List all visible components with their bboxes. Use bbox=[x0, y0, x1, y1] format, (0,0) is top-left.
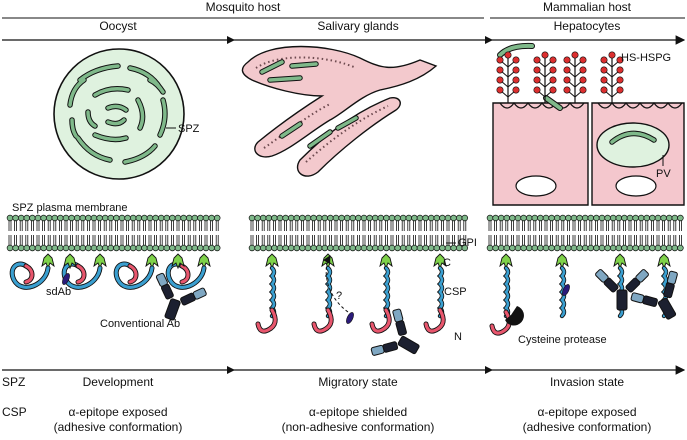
mammalian-host-label: Mammalian host bbox=[543, 0, 632, 14]
csp-label: CSP bbox=[444, 286, 467, 298]
parasitophorous-vacuole bbox=[596, 122, 670, 168]
bottom-timeline-mid-arrowhead-2 bbox=[485, 366, 493, 374]
question-label: ? bbox=[336, 290, 342, 302]
stage-label-hepatocytes: Hepatocytes bbox=[554, 19, 621, 33]
stage-label-oocyst: Oocyst bbox=[99, 19, 137, 33]
csp-state-2-line1: α-epitope shielded bbox=[309, 405, 407, 419]
hs-hspg-label: HS-HSPG bbox=[621, 52, 671, 64]
gpi-anchor-icon bbox=[433, 253, 447, 270]
gpi-anchor-icon bbox=[41, 253, 55, 270]
gpi-anchor-icon bbox=[613, 253, 627, 270]
membrane-3 bbox=[486, 214, 684, 252]
membrane-2 bbox=[248, 214, 469, 252]
gpi-anchor-icon bbox=[171, 253, 185, 270]
gpi-anchor-icon bbox=[555, 253, 569, 270]
sdab-label: sdAb bbox=[46, 286, 71, 298]
conventional-ab-label: Conventional Ab bbox=[100, 318, 180, 330]
sdab-icon bbox=[62, 273, 70, 285]
membrane-proteins bbox=[9, 253, 678, 356]
salivary-gland-illustration bbox=[241, 45, 438, 177]
row-label-spz: SPZ bbox=[2, 375, 25, 389]
csp-state-1-line2: (adhesive conformation) bbox=[54, 420, 183, 434]
hspg-chain-3 bbox=[563, 51, 587, 103]
csp-state-2-line2: (non-adhesive conformation) bbox=[282, 420, 435, 434]
mosquito-host-label: Mosquito host bbox=[206, 0, 281, 14]
gpi-anchor-icon bbox=[657, 253, 671, 270]
cysteine-protease-icon bbox=[505, 306, 524, 326]
gpi-anchor-icon bbox=[379, 253, 393, 270]
gpi-anchor-icon bbox=[145, 253, 159, 270]
csp-state-3-line1: α-epitope exposed bbox=[537, 405, 636, 419]
spz-label: SPZ bbox=[178, 123, 200, 135]
hspg-chain-4 bbox=[600, 51, 624, 103]
antibody-icon bbox=[155, 272, 207, 321]
antibody-icon bbox=[370, 308, 420, 356]
shield-dashed-arrow bbox=[323, 255, 349, 313]
hepatocyte-stage-proteins bbox=[489, 253, 678, 336]
gpi-anchor-icon bbox=[265, 253, 279, 270]
pv-label: PV bbox=[656, 168, 671, 180]
oocyst-illustration bbox=[53, 48, 185, 180]
gpi-anchor-icon bbox=[63, 253, 77, 270]
plasma-membranes bbox=[6, 214, 684, 252]
membrane-label: SPZ plasma membrane bbox=[12, 202, 128, 214]
oocyst-stage-proteins bbox=[9, 253, 211, 321]
n-terminus-label: N bbox=[454, 331, 462, 343]
hspg-chain-2 bbox=[533, 51, 557, 103]
hspg-chain-1 bbox=[496, 51, 520, 103]
bottom-timeline-mid-arrowhead-1 bbox=[227, 366, 235, 374]
sdab-icon bbox=[562, 284, 570, 296]
hepatocyte-nucleus-2 bbox=[615, 175, 657, 197]
gpi-label: GPI bbox=[458, 237, 477, 249]
cysteine-protease-label: Cysteine protease bbox=[518, 334, 607, 346]
antibody-icon bbox=[630, 270, 678, 320]
spz-state-development: Development bbox=[83, 375, 154, 389]
membrane-1 bbox=[6, 214, 221, 252]
salivary-stage-proteins bbox=[255, 253, 447, 356]
csp-state-1-line1: α-epitope exposed bbox=[68, 405, 167, 419]
sdab-icon bbox=[346, 312, 354, 324]
stage-label-salivary-glands: Salivary glands bbox=[317, 19, 398, 33]
spz-state-migratory: Migratory state bbox=[318, 375, 398, 389]
csp-state-3-line2: (adhesive conformation) bbox=[523, 420, 652, 434]
row-label-csp: CSP bbox=[2, 405, 27, 419]
c-terminus-label: C bbox=[443, 257, 451, 269]
hepatocyte-cells bbox=[492, 42, 685, 206]
gpi-anchor-icon bbox=[499, 253, 513, 270]
gpi-anchor-icon bbox=[93, 253, 107, 270]
spz-state-invasion: Invasion state bbox=[550, 375, 624, 389]
hepatocyte-nucleus-1 bbox=[515, 175, 557, 197]
top-timeline-mid-arrowhead-1 bbox=[227, 36, 235, 44]
hs-hspg-chains bbox=[496, 51, 624, 103]
top-timeline-mid-arrowhead-2 bbox=[485, 36, 493, 44]
gpi-anchor-icon bbox=[197, 253, 211, 270]
antibody-icon bbox=[595, 269, 649, 311]
